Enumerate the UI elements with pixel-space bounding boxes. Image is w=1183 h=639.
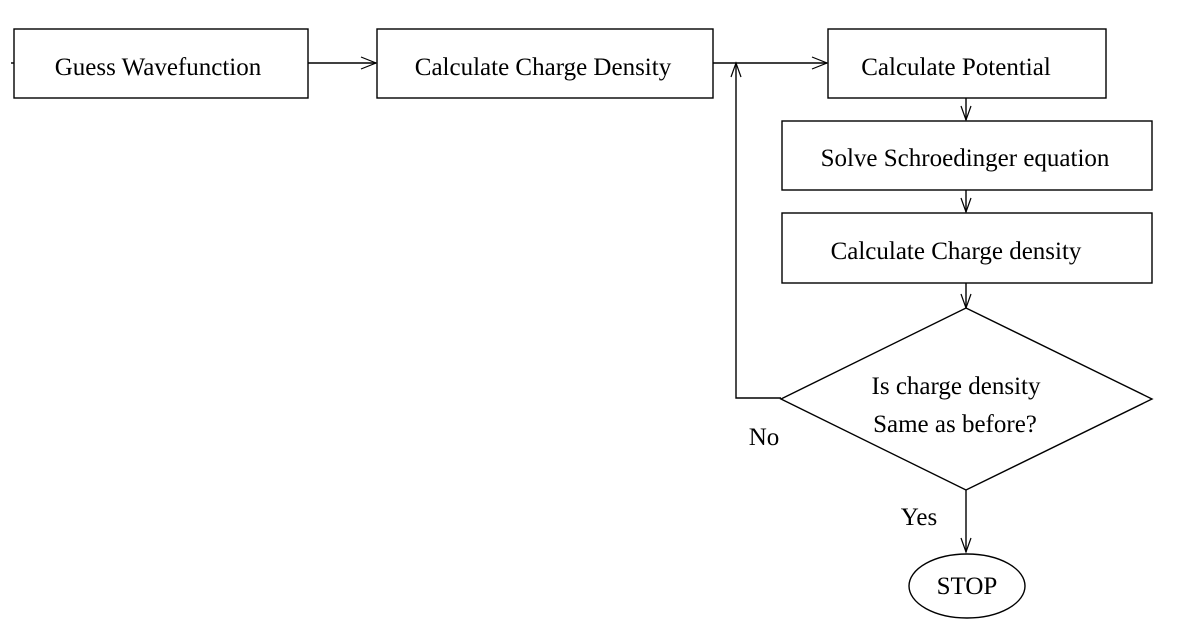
step-solve-schroedinger: Solve Schroedinger equation xyxy=(781,120,1153,191)
arrowhead-to-charge-density-2 xyxy=(960,197,972,214)
step-solve-schroedinger-label: Solve Schroedinger equation xyxy=(821,145,1110,172)
terminal-stop: STOP xyxy=(908,553,1026,619)
step-guess-wavefunction-label: Guess Wavefunction xyxy=(55,54,262,81)
step-calculate-charge-density-2-label: Calculate Charge density xyxy=(831,238,1082,265)
arrowhead-to-stop xyxy=(960,537,972,554)
step-calculate-potential-label: Calculate Potential xyxy=(861,54,1051,81)
step-calculate-charge-density-2: Calculate Charge density xyxy=(781,212,1153,284)
decision-line-2: Same as before? xyxy=(873,411,1037,438)
arrowhead-to-solve xyxy=(960,105,972,122)
decision-charge-density-same: Is charge density Same as before? xyxy=(779,307,1154,491)
arrowhead-to-charge-density xyxy=(360,56,378,70)
label-yes: Yes xyxy=(901,504,937,531)
step-guess-wavefunction: Guess Wavefunction xyxy=(13,28,309,99)
decision-line-1: Is charge density xyxy=(872,373,1041,400)
arrowhead-loop-back xyxy=(730,61,742,78)
step-calculate-charge-density-label: Calculate Charge Density xyxy=(415,54,672,81)
arrowhead-to-potential xyxy=(811,56,829,70)
terminal-stop-label: STOP xyxy=(937,573,998,600)
step-calculate-potential: Calculate Potential xyxy=(827,28,1107,99)
connector-no-loop xyxy=(735,63,781,399)
label-no: No xyxy=(749,424,780,451)
step-calculate-charge-density: Calculate Charge Density xyxy=(376,28,714,99)
